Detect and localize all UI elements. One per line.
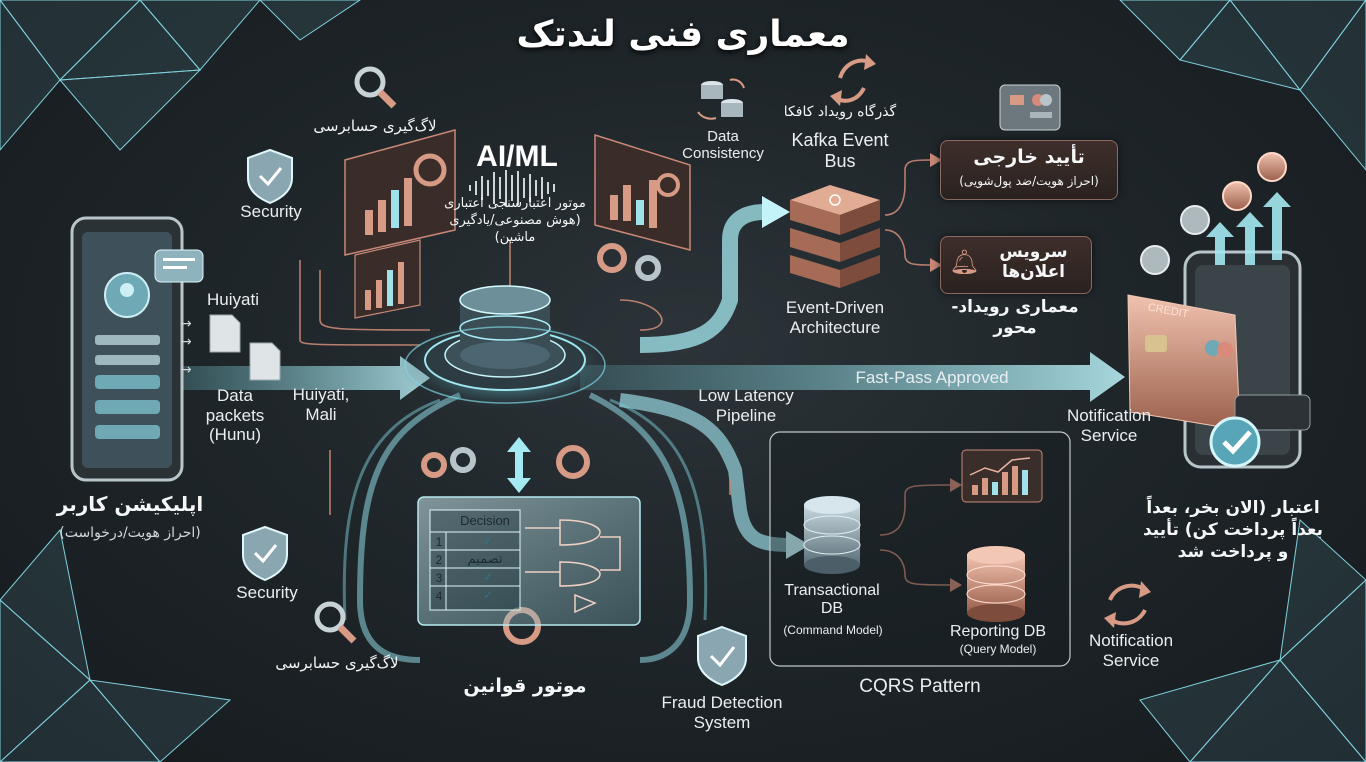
check-icon: ✓	[482, 588, 494, 602]
kafka-en-label: Kafka Event Bus	[791, 130, 889, 171]
arrow-right-icon: →	[180, 362, 192, 378]
waveform-decoration	[469, 170, 555, 206]
credit-card-icon	[1127, 294, 1311, 468]
notification-service-card: 🔔︎ سرویس اعلان‌ها	[940, 236, 1092, 294]
user-app-sublabel: (احراز هویت/درخواست)	[59, 525, 201, 541]
aiml-label: AI/ML	[476, 140, 558, 173]
coin-icon	[1140, 152, 1287, 275]
bnpl-label: اعتبار (الان بخر، بعداً بعداً پرداخت کن)…	[1142, 498, 1323, 563]
decision-header: Decision	[460, 513, 510, 528]
check-icon: ✓	[482, 570, 494, 584]
security-label-top: Security	[240, 202, 302, 221]
bidirectional-arrow	[507, 437, 531, 493]
shield-icon	[242, 148, 747, 687]
row-number: 2	[435, 553, 443, 567]
ai-engine-label: موتور اعتبارسنجی اعتباری (هوش مصنوعی/یاد…	[444, 196, 586, 245]
external-verify-subtitle: (احراز هویت/ضد پول‌شویی)	[959, 174, 1099, 188]
low-latency-label: Low Latency Pipeline	[698, 386, 794, 425]
notification-service-title: سرویس اعلان‌ها	[999, 242, 1068, 283]
decision-row-label: تصمیم	[467, 552, 503, 567]
row-number: 3	[435, 571, 443, 585]
document-icon	[209, 314, 281, 381]
kafka-fa-label: گذرگاه رویداد کافکا	[783, 104, 897, 120]
arrow-right-icon: →	[180, 334, 192, 350]
central-hub	[400, 285, 610, 410]
bell-icon: 🔔︎	[949, 248, 980, 276]
card-icon	[999, 84, 1061, 131]
reporting-db-label: Reporting DB	[949, 623, 1047, 640]
data-consistency-label: Data Consistency	[682, 128, 764, 163]
audit-logging-label-bottom: لاگ‌گیری حسابرسی	[275, 654, 399, 672]
gear-icon	[421, 243, 661, 645]
fast-pass-label: Fast-Pass Approved	[855, 368, 1009, 387]
transactional-db-label: Transactional DB	[784, 582, 880, 618]
magnifier-icon	[314, 66, 397, 644]
ai-dashboard-left	[344, 129, 456, 256]
row-number: 1	[435, 535, 443, 549]
user-app-label: اپلیکیشن کاربر	[56, 492, 204, 516]
ai-dashboard-left-lower	[354, 239, 421, 319]
ai-dashboard-right	[594, 133, 691, 251]
growth-arrows	[1206, 192, 1291, 265]
notification-service-right-label: Notification Service	[1066, 406, 1152, 446]
audit-logging-label-top: لاگ‌گیری حسابرسی	[313, 117, 437, 135]
kafka-server-stack	[790, 185, 880, 288]
database-icon	[697, 78, 745, 120]
page-title: معماری فنی لندتک	[516, 14, 850, 55]
data-packets-label: Data packets (Hunu)	[205, 386, 265, 445]
eda-fa-label: معماری رویداد-محور	[951, 297, 1079, 339]
query-model-label: (Query Model)	[959, 642, 1037, 656]
check-icon: ✓	[482, 534, 494, 548]
huiyati-label: Huiyati	[207, 290, 259, 309]
notification-service-bottom-label: Notification Service	[1088, 631, 1174, 671]
reporting-chart-screen	[961, 449, 1043, 503]
sync-icon	[830, 54, 1151, 628]
rules-engine-panel	[417, 496, 641, 626]
reporting-db-cylinder	[966, 546, 1026, 622]
transactional-db-cylinder	[803, 496, 861, 574]
fraud-detection-label: Fraud Detection System	[661, 693, 783, 733]
cqrs-label: CQRS Pattern	[859, 676, 981, 697]
user-phone	[70, 216, 204, 482]
eda-en-label: Event-Driven Architecture	[785, 298, 885, 337]
arrow-right-icon: →	[180, 316, 192, 332]
security-label-bottom: Security	[236, 583, 298, 602]
huiyati-mali-label: Huiyati, Mali	[292, 385, 350, 424]
external-verify-title: تأیید خارجی	[973, 146, 1085, 168]
row-number: 4	[435, 589, 443, 603]
rules-engine-label: موتور قوانین	[463, 675, 587, 697]
external-verify-card: تأیید خارجی (احراز هویت/ضد پول‌شویی)	[940, 140, 1118, 200]
command-model-label: (Command Model)	[783, 623, 883, 637]
